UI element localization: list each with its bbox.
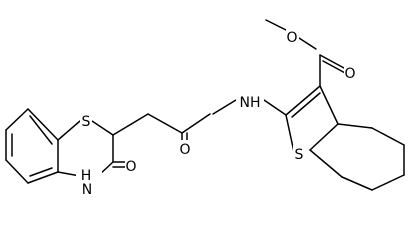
label-amide-o: O [178,140,191,158]
oxygen-label-methoxy: O [286,30,297,46]
label-ring-s: S [80,112,92,130]
label-amide-nh: NH [236,93,264,111]
oxygen-label-ketone: O [125,159,136,175]
label-ketone-o: O [125,157,137,175]
nitrogen-hydrogen-label-amide: NH [240,95,261,111]
methyl-ester [265,19,348,87]
thiophene-ring [263,85,339,153]
oxygen-label-amide: O [179,142,190,158]
chemical-structure-diagram: S H N O O NH S O O [5,19,405,198]
label-ester-o-carbonyl: O [344,64,357,82]
oxygen-label-ester-carbonyl: O [344,66,355,82]
nitrogen-label-thiazine: N [82,182,92,198]
sulfur-label-thiazine: S [82,114,91,130]
label-thiophene-s: S [293,145,306,163]
cyclohexane-ring [309,123,405,191]
ketone-bond [112,161,126,168]
benzene-ring [5,108,59,184]
acetamide-linker [112,99,237,141]
label-ester-o-methoxy: O [286,28,299,46]
label-ring-nh: H N [76,167,102,198]
sulfur-label-thiophene: S [295,147,304,163]
hydrogen-label: H [81,168,92,184]
